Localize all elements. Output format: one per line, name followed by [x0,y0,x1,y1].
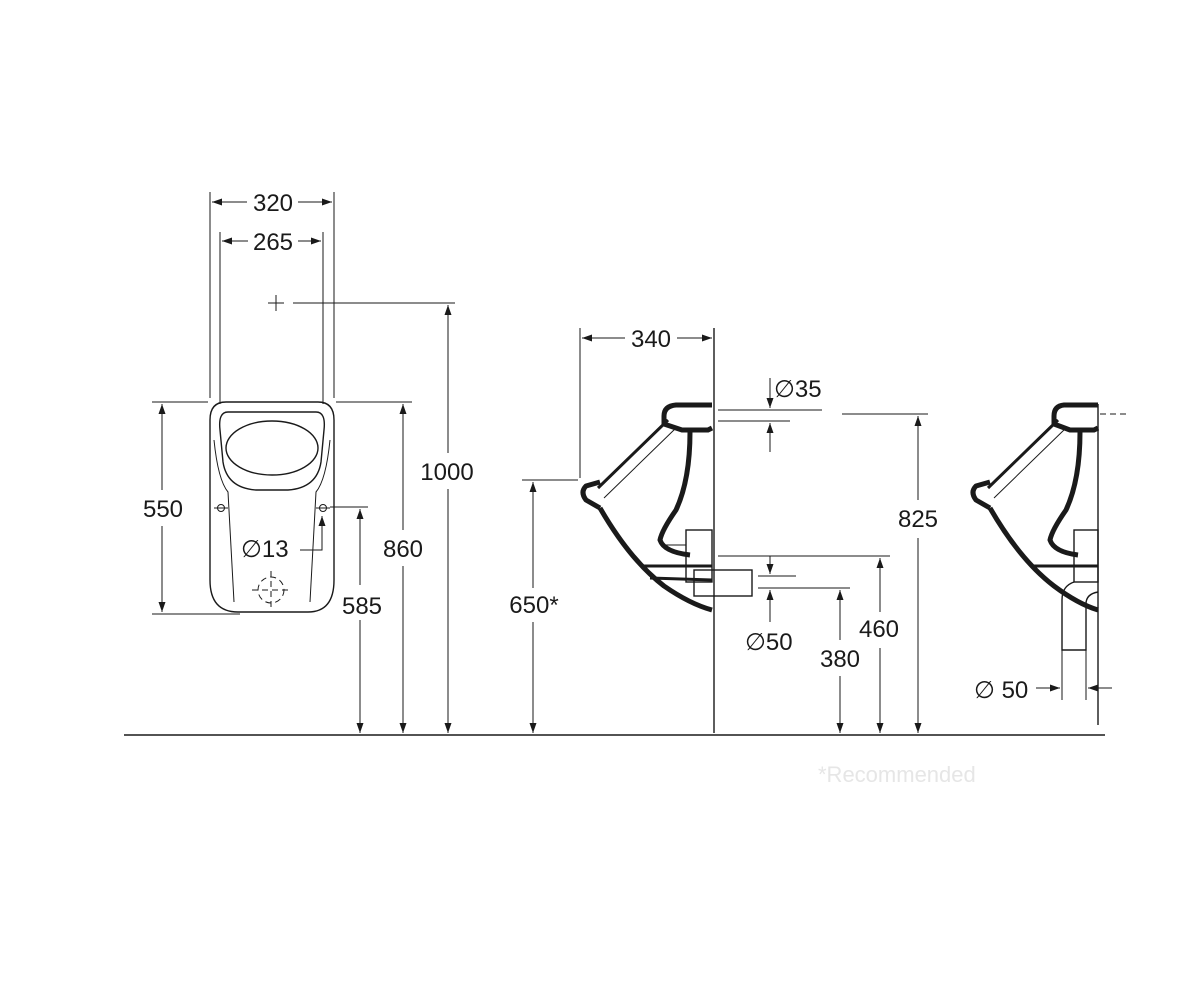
dimension-340: 340 [631,326,671,353]
side-view: 340 ∅35 825 650* [509,326,938,733]
footnote-recommended: *Recommended [818,762,976,787]
urinal-front-body [209,401,335,613]
outlet-hidden [257,576,285,604]
dimension-460: 460 [859,616,899,643]
dimension-380: 380 [820,646,860,673]
dimension-860: 860 [383,536,423,563]
dimension-diameter-35: ∅35 [774,376,822,403]
dimension-1000: 1000 [420,459,473,486]
dimension-diameter-13: ∅13 [241,536,289,563]
dimension-diameter-50: ∅50 [745,629,793,656]
dimension-320: 320 [253,190,293,217]
dimension-825: 825 [898,506,938,533]
dimension-585: 585 [342,593,382,620]
front-view: 320 265 550 ∅13 [143,190,474,733]
dimension-265: 265 [253,229,293,256]
trap-view: ∅ 50 [970,402,1130,725]
dimension-diameter-50-trap: ∅ 50 [974,677,1028,704]
urinal-side-profile [580,402,753,613]
dimension-650: 650* [509,592,558,619]
dimension-550: 550 [143,496,183,523]
